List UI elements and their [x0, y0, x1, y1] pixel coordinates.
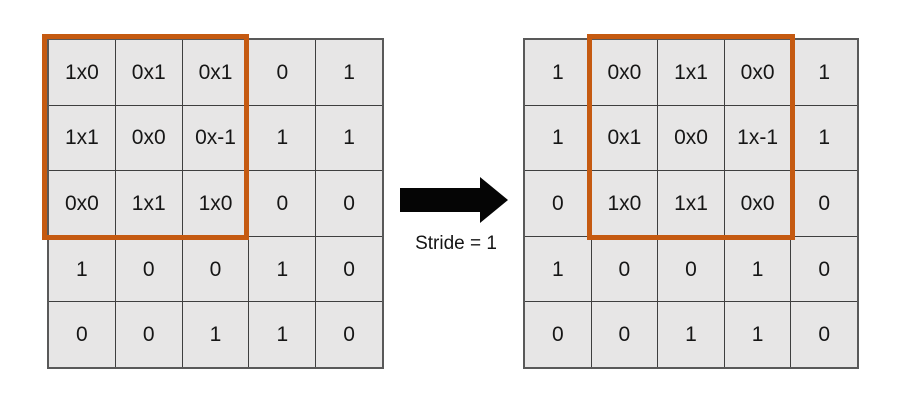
grid-cell: 0x1	[182, 40, 249, 105]
grid-cell: 1	[249, 302, 316, 367]
grid-cell: 0	[316, 302, 382, 367]
grid-cell: 0	[791, 171, 857, 236]
grid-cell: 0	[115, 302, 182, 367]
grid-cell: 0	[591, 236, 658, 302]
grid-cell: 1	[525, 236, 591, 302]
grid-cell: 0	[791, 302, 857, 367]
grid-cell: 0	[115, 236, 182, 302]
grid-cell: 0x0	[49, 171, 115, 236]
grid-cell: 1x0	[182, 171, 249, 236]
grid-cell: 1	[316, 40, 382, 105]
grid-cell: 0	[316, 236, 382, 302]
grid-cell: 0x0	[591, 40, 658, 105]
grid-cell: 0x1	[115, 40, 182, 105]
grid-cell: 0x1	[591, 105, 658, 171]
grid-cell: 0x0	[658, 105, 724, 171]
grid-cell: 1x0	[591, 171, 658, 236]
grid-cell: 1x-1	[724, 105, 791, 171]
grid-cell: 1	[724, 236, 791, 302]
grid-cell: 1	[249, 105, 316, 171]
grid-cell: 1	[525, 105, 591, 171]
grid-cell: 0x0	[115, 105, 182, 171]
arrow-right-icon	[400, 177, 508, 223]
grid-cell: 0	[316, 171, 382, 236]
grid-cell: 1	[658, 302, 724, 367]
grid-cell: 0	[249, 171, 316, 236]
stride-label: Stride = 1	[415, 233, 497, 254]
grid-cell: 1x1	[658, 40, 724, 105]
grid-cell: 0	[182, 236, 249, 302]
grid-cell: 1x0	[49, 40, 115, 105]
grid-cell: 1	[724, 302, 791, 367]
grid-cell: 0	[525, 302, 591, 367]
grid-cell: 1x1	[115, 171, 182, 236]
grid-cell: 1	[525, 40, 591, 105]
grid-cell: 1	[249, 236, 316, 302]
grid-cell: 0x0	[724, 40, 791, 105]
grid-cell: 1x1	[658, 171, 724, 236]
grid-cell: 0	[791, 236, 857, 302]
grid-cell: 0x-1	[182, 105, 249, 171]
grid-cell: 0x0	[724, 171, 791, 236]
grid-cell: 1	[316, 105, 382, 171]
grid-cell: 0	[658, 236, 724, 302]
grid-cell: 1	[182, 302, 249, 367]
grid-cell: 0	[591, 302, 658, 367]
grid-cell: 0	[49, 302, 115, 367]
grid-cell: 0	[249, 40, 316, 105]
grid-cell: 1	[791, 105, 857, 171]
grid-cell: 1	[791, 40, 857, 105]
grid-cell: 0	[525, 171, 591, 236]
grid-cell: 1x1	[49, 105, 115, 171]
grid-cell: 1	[49, 236, 115, 302]
